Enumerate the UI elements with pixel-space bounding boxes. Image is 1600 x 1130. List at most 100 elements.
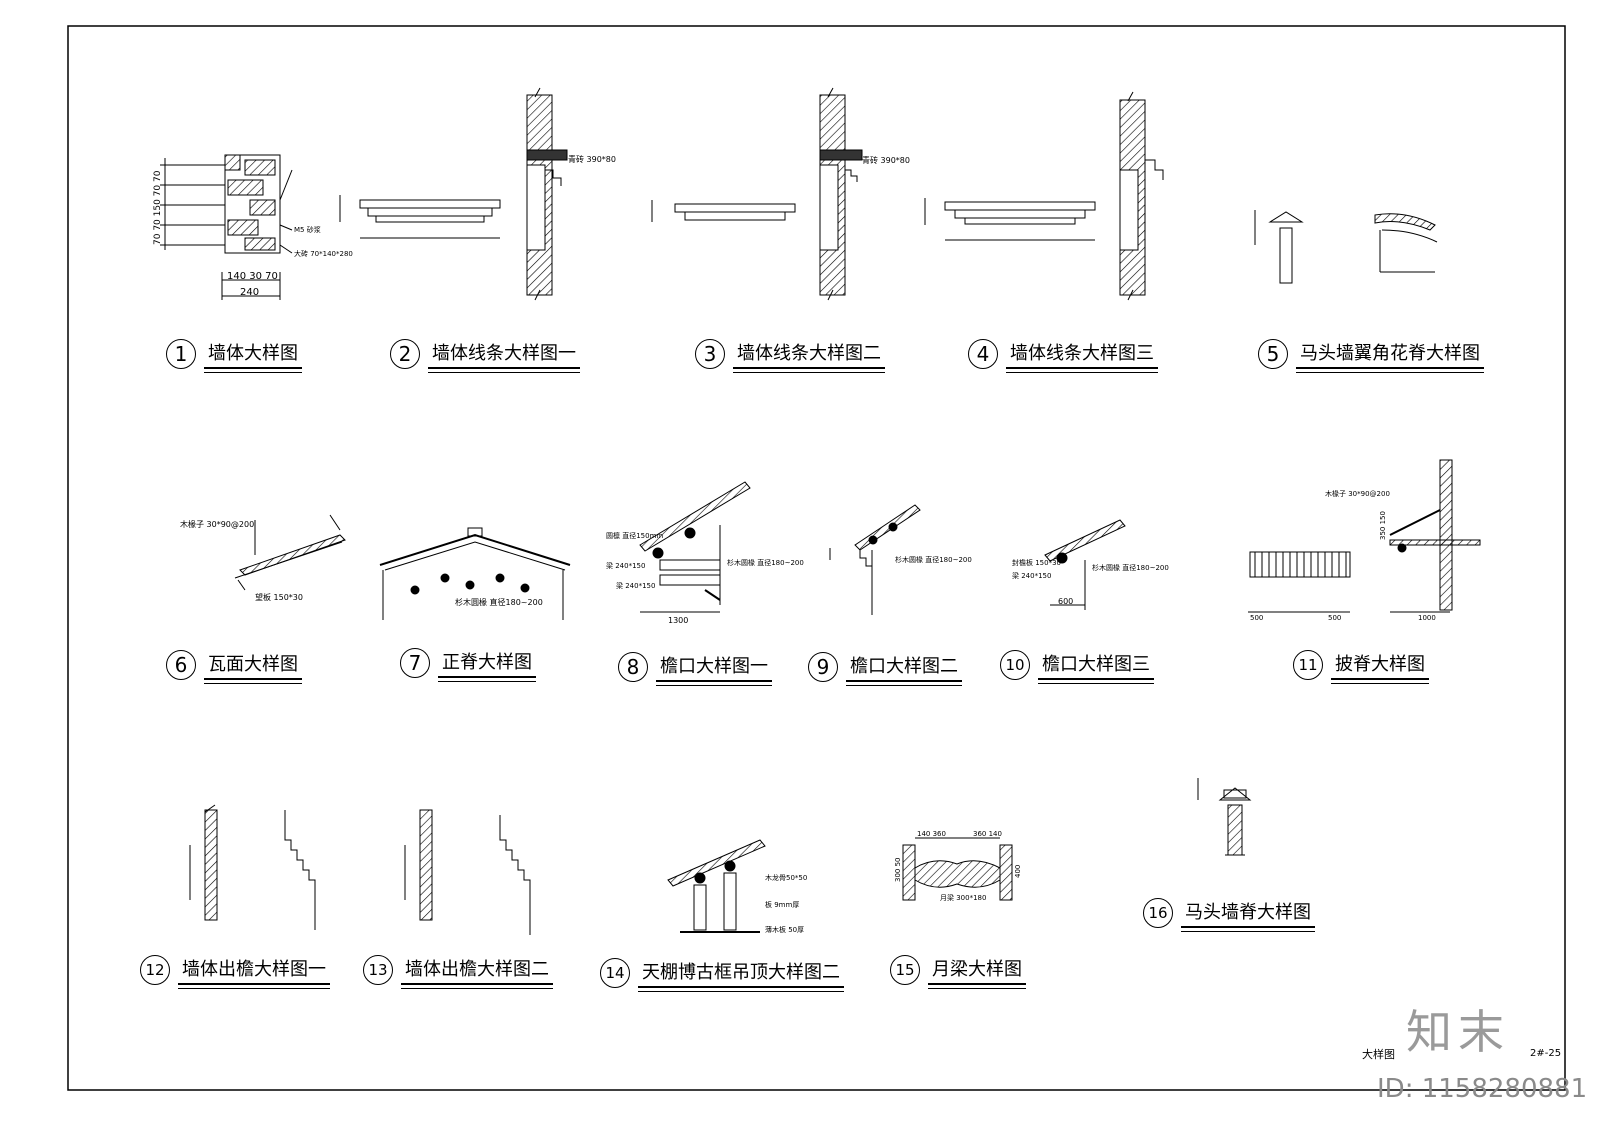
detail-label-16: 16 马头墙脊大样图 bbox=[1143, 898, 1315, 932]
detail-title: 墙体出檐大样图二 bbox=[401, 955, 553, 989]
d11-dim2: 500 bbox=[1328, 614, 1341, 622]
detail-number-circle: 13 bbox=[363, 955, 393, 985]
detail-title: 墙体大样图 bbox=[204, 339, 302, 373]
d15-dims: 140 360 bbox=[917, 830, 946, 838]
watermark-id: ID: 1158280881 bbox=[1377, 1074, 1588, 1104]
detail-label-11: 11 披脊大样图 bbox=[1293, 650, 1429, 684]
detail-number-circle: 8 bbox=[618, 652, 648, 682]
detail-number-circle: 15 bbox=[890, 955, 920, 985]
d3-tile: 青砖 390*80 bbox=[862, 155, 910, 165]
detail-title: 正脊大样图 bbox=[438, 648, 536, 682]
detail-3-drawing bbox=[651, 87, 863, 301]
detail-number-circle: 6 bbox=[166, 650, 196, 680]
sheet-title: 大样图 bbox=[1362, 1048, 1395, 1061]
detail-5-drawing bbox=[1254, 210, 1438, 284]
d10-rafter: 杉木圆椽 直径180~200 bbox=[1092, 563, 1169, 572]
d8-dim: 1300 bbox=[668, 616, 688, 625]
d2-tile: 青砖 390*80 bbox=[568, 154, 616, 164]
detail-label-13: 13 墙体出檐大样图二 bbox=[363, 955, 553, 989]
detail-title: 月梁大样图 bbox=[928, 955, 1026, 989]
detail-title: 檐口大样图一 bbox=[656, 652, 772, 686]
d8-ring: 圆檩 直径150mm bbox=[606, 531, 663, 540]
detail-6-drawing bbox=[234, 514, 346, 591]
d11-dim1: 500 bbox=[1250, 614, 1263, 622]
d15-dims2: 360 140 bbox=[973, 830, 1002, 838]
d11-dim3: 1000 bbox=[1418, 614, 1436, 622]
d11-side: 350 150 bbox=[1379, 511, 1387, 540]
d15-beam: 月梁 300*180 bbox=[940, 893, 986, 902]
detail-label-12: 12 墙体出檐大样图一 bbox=[140, 955, 330, 989]
detail-number-circle: 10 bbox=[1000, 650, 1030, 680]
d14-wood: 木龙骨50*50 bbox=[765, 873, 807, 882]
detail-number-circle: 14 bbox=[600, 958, 630, 988]
detail-label-6: 6 瓦面大样图 bbox=[166, 650, 302, 684]
d1-side-dims: 70 70 150 70 70 bbox=[153, 170, 163, 245]
detail-title: 瓦面大样图 bbox=[204, 650, 302, 684]
detail-15-drawing bbox=[902, 837, 1013, 901]
detail-title: 檐口大样图三 bbox=[1038, 650, 1154, 684]
detail-number-circle: 7 bbox=[400, 648, 430, 678]
detail-title: 墙体线条大样图二 bbox=[733, 339, 885, 373]
d1-brick: 大砖 70*140*280 bbox=[294, 249, 353, 258]
watermark-logo: 知末 bbox=[1406, 1005, 1510, 1059]
detail-title: 天棚博古框吊顶大样图二 bbox=[638, 958, 844, 992]
detail-number-circle: 1 bbox=[166, 339, 196, 369]
detail-number-circle: 12 bbox=[140, 955, 170, 985]
detail-8-drawing bbox=[639, 481, 751, 613]
d14-plank: 薄木板 50厚 bbox=[765, 925, 804, 934]
detail-number-circle: 9 bbox=[808, 652, 838, 682]
detail-number-circle: 4 bbox=[968, 339, 998, 369]
d10-beam: 梁 240*150 bbox=[1012, 571, 1051, 580]
detail-number-circle: 11 bbox=[1293, 650, 1323, 680]
detail-label-1: 1 墙体大样图 bbox=[166, 339, 302, 373]
detail-1-drawing bbox=[160, 154, 293, 300]
d7-rafter: 杉木圆椽 直径180~200 bbox=[455, 597, 543, 607]
detail-4-drawing bbox=[924, 91, 1164, 301]
detail-7-drawing bbox=[379, 527, 571, 620]
d8-beam1: 梁 240*150 bbox=[606, 561, 645, 570]
d11-batten: 木椽子 30*90@200 bbox=[1325, 489, 1390, 498]
detail-label-8: 8 檐口大样图一 bbox=[618, 652, 772, 686]
detail-title: 墙体线条大样图一 bbox=[428, 339, 580, 373]
detail-13-drawing bbox=[404, 809, 531, 935]
d15-side: 300 50 bbox=[894, 858, 902, 883]
d10-dim: 600 bbox=[1058, 597, 1073, 606]
detail-number-circle: 16 bbox=[1143, 898, 1173, 928]
sheet-border bbox=[67, 25, 1566, 1091]
detail-label-7: 7 正脊大样图 bbox=[400, 648, 536, 682]
sheet-code: 2#-25 bbox=[1530, 1048, 1562, 1059]
detail-label-5: 5 马头墙翼角花脊大样图 bbox=[1258, 339, 1484, 373]
d10-board: 封檐板 150*30 bbox=[1012, 558, 1061, 567]
d9-rafter: 杉木圆椽 直径180~200 bbox=[895, 555, 972, 564]
detail-label-10: 10 檐口大样图三 bbox=[1000, 650, 1154, 684]
detail-9-drawing bbox=[829, 504, 921, 615]
detail-title: 墙体出檐大样图一 bbox=[178, 955, 330, 989]
detail-11-drawing bbox=[1248, 459, 1481, 613]
d1-total: 240 bbox=[240, 287, 259, 298]
d6-batten: 木椽子 30*90@200 bbox=[180, 519, 254, 529]
detail-title: 檐口大样图二 bbox=[846, 652, 962, 686]
detail-number-circle: 2 bbox=[390, 339, 420, 369]
d8-beam2: 梁 240*150 bbox=[616, 581, 655, 590]
d14-board: 板 9mm厚 bbox=[765, 900, 799, 909]
detail-label-2: 2 墙体线条大样图一 bbox=[390, 339, 580, 373]
detail-2-drawing bbox=[339, 87, 568, 301]
detail-14-drawing bbox=[667, 839, 766, 933]
detail-12-drawing bbox=[189, 804, 316, 930]
d1-mortar: M5 砂浆 bbox=[294, 225, 321, 234]
detail-title: 马头墙脊大样图 bbox=[1181, 898, 1315, 932]
detail-label-3: 3 墙体线条大样图二 bbox=[695, 339, 885, 373]
detail-label-4: 4 墙体线条大样图三 bbox=[968, 339, 1158, 373]
detail-number-circle: 5 bbox=[1258, 339, 1288, 369]
detail-10-drawing bbox=[1044, 519, 1126, 610]
detail-label-9: 9 檐口大样图二 bbox=[808, 652, 962, 686]
detail-title: 马头墙翼角花脊大样图 bbox=[1296, 339, 1484, 373]
detail-label-15: 15 月梁大样图 bbox=[890, 955, 1026, 989]
d8-rafter: 杉木圆椽 直径180~200 bbox=[727, 558, 804, 567]
detail-number-circle: 3 bbox=[695, 339, 725, 369]
detail-title: 披脊大样图 bbox=[1331, 650, 1429, 684]
detail-16-drawing bbox=[1197, 778, 1252, 856]
d15-side2: 400 bbox=[1014, 865, 1022, 878]
detail-label-14: 14 天棚博古框吊顶大样图二 bbox=[600, 958, 844, 992]
